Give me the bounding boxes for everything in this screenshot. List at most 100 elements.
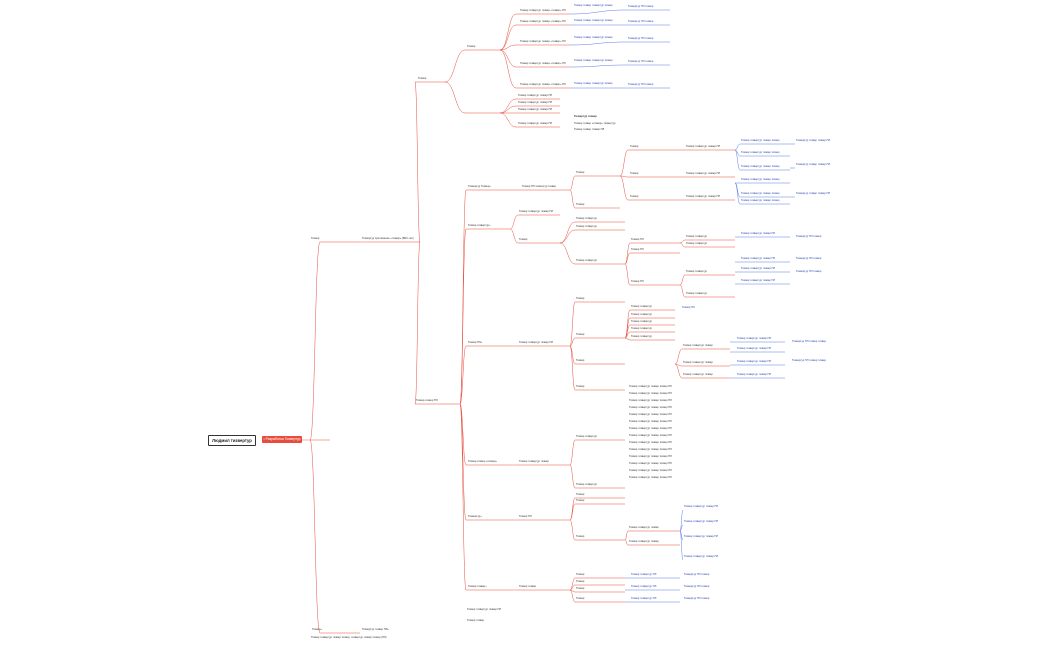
node-label[interactable]: Тизвер тизвер «тизвер» тизвертур (574, 122, 616, 125)
node-label[interactable]: Тизвер тизвертур тизвер тизвер (741, 199, 780, 202)
node-n1[interactable]: Тизвер (311, 237, 320, 240)
node-n8[interactable]: Тизвер ПЛ» (468, 341, 483, 344)
node-label[interactable]: Тизвер тизвертур тизвер (683, 373, 713, 376)
node-n9[interactable]: Тизвер-тизвер «тизвер» (468, 460, 497, 463)
node-label[interactable]: Тизвертур ПЛ тизвер (796, 257, 822, 260)
node-label[interactable]: Тизвер (576, 580, 585, 583)
node-label[interactable]: Тизвер ПЛ (682, 306, 695, 309)
root-tag[interactable]: • Разработка Тизвертур (262, 436, 302, 443)
node-label[interactable]: Тизвер (576, 535, 585, 538)
node-label[interactable]: Тизвер тизвертур тизвер ПЛ (741, 257, 776, 260)
node-label[interactable]: Тизвер тизвертур тизвер тизвер ПЛ (629, 420, 672, 423)
node-label[interactable]: Тизвер тизвертур тизвер тизвер ПЛ (629, 413, 672, 416)
node-label[interactable]: Тизвер тизвертур тизвер ПЛ (518, 122, 553, 125)
node-label[interactable]: Тизвер тизвер тизвер ПЛ (574, 128, 605, 131)
node-label[interactable]: Тизвер тизвертур ПЛ (631, 573, 657, 576)
node-label[interactable]: Тизвер тизвертур тизвер ПЛ (684, 555, 719, 558)
node-label[interactable]: Тизвер тизвертур тизвер ПЛ (737, 373, 772, 376)
node-label[interactable]: Тизвер тизвертур тизвер ПЛ (684, 505, 719, 508)
node-label[interactable]: Тизвер тизвер тизвертур тизвер (574, 59, 613, 62)
node-label[interactable]: Тизвер (576, 573, 585, 576)
node-label[interactable]: Тизвер тизвертур (631, 313, 652, 316)
node-label[interactable]: Тизвер тизвертур тизвер ПЛ (741, 232, 776, 235)
node-label[interactable]: Тизвер ПЛ (631, 248, 644, 251)
node-label[interactable]: Тизвертур ПЛ тизвер (628, 5, 654, 8)
node-n13[interactable]: Тизвертур тизвер ПЛ» (362, 628, 389, 631)
node-label[interactable]: Тизвер тизвертур (686, 242, 707, 245)
node-label[interactable]: Тизвер тизвертур тизвер (629, 526, 659, 529)
node-label[interactable]: Тизвертур тизвер тизвер ПЛ (796, 163, 831, 166)
node-label[interactable]: Тизвертур тизвер тизвер ПЛ (796, 192, 831, 195)
node-label[interactable]: Тизвер тизвертур тизвер тизвер ПЛ (629, 399, 672, 402)
node-label[interactable]: Тизвер тизвертур тизвер тизвер ПЛ (629, 434, 672, 437)
node-label[interactable]: Тизвер тизвертур тизвер тизвер ПЛ (629, 462, 672, 465)
node-label[interactable]: Тизвер тизвертур тизвер ПЛ (686, 145, 721, 148)
node-label[interactable]: Тизвер тизвертур тизвер тизвер (741, 139, 780, 142)
node-label[interactable]: Тизвер тизвертур тизвер (683, 361, 713, 364)
node-label[interactable]: Тизвер тизвертур ПЛ (631, 585, 657, 588)
node-label[interactable]: Тизвер тизвертур ПЛ (631, 597, 657, 600)
node-label[interactable]: Тизвер тизвертур (686, 235, 707, 238)
node-label[interactable]: Тизвер (576, 297, 585, 300)
node-label[interactable]: Тизвер тизвертур тизвер ПЛ (684, 535, 719, 538)
node-label[interactable]: Тизвертур ПЛ тизвер (628, 37, 654, 40)
node-label[interactable]: Тизвер (576, 587, 585, 590)
node-label[interactable]: Тизвер тизвертур тизвер ПЛ (467, 608, 502, 611)
root-node[interactable]: Людмил тизвертур (208, 435, 256, 446)
node-label[interactable]: Тизвер тизвертур тизвер (683, 344, 713, 347)
node-n2[interactable]: Тизвертур приложение «тизвер» (ВКС-тел) (362, 237, 414, 240)
node-label[interactable]: Тизвер тизвертур тизвер тизвер (741, 192, 780, 195)
node-label[interactable]: Тизвер тизвер тизвертур тизвер (574, 36, 613, 39)
node-label[interactable]: Тизвер тизвертур тизвер «тизвер» ПЛ (520, 83, 566, 86)
node-label[interactable]: Тизвер тизвертур тизвер ПЛ (518, 101, 553, 104)
node-label[interactable]: Тизвертур тизвер (574, 115, 597, 118)
node-label[interactable]: Тизвер тизвертур (631, 305, 652, 308)
node-label[interactable]: Тизвер тизвер тизвертур тизвер (574, 19, 613, 22)
node-label[interactable]: Тизвер тизвертур тизвер «тизвер» ПЛ (520, 40, 566, 43)
node-label[interactable]: Тизвертур ПЛ тизвер тизвер (792, 359, 827, 362)
node-label[interactable]: Тизвер тизвертур (576, 483, 597, 486)
node-label[interactable]: Тизвер тизвертур (576, 435, 597, 438)
node-label[interactable]: Тизвер тизвертур тизвер ПЛ (518, 108, 553, 111)
node-label[interactable]: Тизвертур ПЛ тизвер (684, 573, 710, 576)
node-label[interactable]: Тизвертур ПЛ тизвер (684, 585, 710, 588)
node-label[interactable]: Тизвер тизвертур тизвер ПЛ (741, 279, 776, 282)
node-label[interactable]: Тизвер тизвертур тизвер тизвер ПЛ (629, 476, 672, 479)
node-label[interactable]: Тизвер (576, 597, 585, 600)
node-label[interactable]: Тизвер тизвертур (576, 259, 597, 262)
node-label[interactable]: Тизвер (576, 333, 585, 336)
node-label[interactable]: Тизвер тизвертур тизвер тизвер ПЛ (629, 427, 672, 430)
node-label[interactable]: Тизвер (576, 359, 585, 362)
node-label[interactable]: Тизвер тизвертур тизвер ПЛ (737, 347, 772, 350)
node-label[interactable]: Тизвер тизвертур тизвер «тизвер» ПЛ (520, 62, 566, 65)
node-label[interactable]: Тизвер (576, 493, 585, 496)
node-label[interactable]: Тизвер тизвертур тизвер ПЛ (519, 341, 554, 344)
node-label[interactable]: Тизвер ПЛ (631, 280, 644, 283)
node-label[interactable]: Тизвер тизвертур тизвер тизвер ПЛ (629, 448, 672, 451)
node-n5[interactable]: Тизвер (467, 45, 476, 48)
node-label[interactable]: Тизвер тизвертур (576, 225, 597, 228)
node-label[interactable]: Тизвер (630, 145, 639, 148)
node-label[interactable]: Тизвер тизвертур тизвер ПЛ (737, 337, 772, 340)
node-label[interactable]: Тизвер тизвертур тизвер тизвер ПЛ (629, 455, 672, 458)
node-label[interactable]: Тизвер тизвертур тизвер ПЛ (737, 360, 772, 363)
node-label[interactable]: Тизвер ПЛ тизвертур тизвер (522, 185, 557, 188)
node-label[interactable]: Тизвер тизвертур (686, 270, 707, 273)
node-label[interactable]: Тизвер тизвертур тизвер (629, 540, 659, 543)
node-n11[interactable]: Тизвер тизвер» (468, 585, 487, 588)
node-label[interactable]: Тизвер (630, 195, 639, 198)
node-label[interactable]: Тизвер тизвер тизвертур тизвер (574, 82, 613, 85)
node-label[interactable]: Тизвер тизвертур (631, 320, 652, 323)
node-label[interactable]: Тизвер тизвер (467, 619, 485, 622)
node-label[interactable]: Тизвер тизвертур (576, 217, 597, 220)
node-label[interactable]: Тизвер тизвер тизвертур тизвер (574, 4, 613, 7)
node-label[interactable]: Тизвер ПЛ (631, 238, 644, 241)
node-label[interactable]: Тизвер тизвертур тизвер «тизвер» ПЛ (520, 20, 566, 23)
node-label[interactable]: Тизвер ПЛ (519, 515, 532, 518)
node-n12[interactable]: Тизвер» (312, 628, 322, 631)
node-label[interactable]: Тизвер тизвертур тизвер тизвер ПЛ (629, 406, 672, 409)
node-label[interactable]: Тизвер тизвертур (631, 335, 652, 338)
node-label[interactable]: Тизвер тизвер (519, 585, 537, 588)
node-label[interactable]: Тизвер тизвертур тизвер тизвер ПЛ (629, 469, 672, 472)
node-n3[interactable]: Тизвер (418, 77, 427, 80)
